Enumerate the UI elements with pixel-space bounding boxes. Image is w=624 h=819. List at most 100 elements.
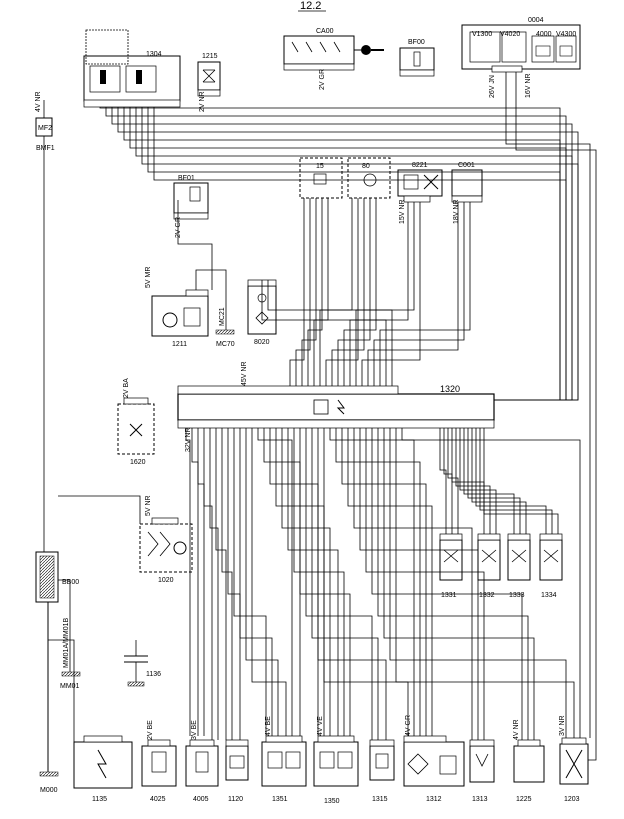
wire-harness	[43, 72, 597, 761]
connector-label: 45V NR	[241, 361, 248, 386]
wire	[515, 72, 597, 761]
wire	[439, 428, 447, 534]
wire	[197, 428, 205, 736]
component-1313-label: 1313	[472, 796, 488, 803]
component-1620-label: 1620	[130, 459, 146, 466]
connector-label: 5V NR	[145, 495, 152, 516]
component-1334-label: 1334	[541, 592, 557, 599]
connector-labels: 4V NR 5V MR 2V NR 2V GR 3V BE 2V BE 4V B…	[35, 69, 566, 740]
connector-label: 5V MR	[145, 267, 152, 288]
wire	[317, 428, 387, 740]
connector-label: 3V NR	[559, 715, 566, 736]
component-80-label: 80	[362, 163, 370, 170]
wire	[447, 428, 459, 534]
ground-bmf1-label: BMF1	[36, 145, 55, 152]
component-1331-label: 1331	[441, 592, 457, 599]
wire	[58, 495, 141, 524]
component-15: 15	[299, 157, 343, 199]
wire	[379, 202, 471, 386]
component-1333: 1333	[507, 533, 531, 599]
connector-label: 16V NR	[525, 73, 532, 98]
connector-label: 2V BA	[123, 378, 130, 398]
wire	[267, 280, 393, 386]
wire	[287, 428, 339, 736]
wire	[377, 428, 529, 740]
connector-label: 26V JN	[489, 75, 496, 98]
wire	[389, 428, 567, 738]
component-c001: C001	[451, 162, 483, 203]
wire	[475, 428, 547, 534]
wire	[463, 428, 515, 534]
component-15-label: 15	[316, 163, 324, 170]
component-1215: 1215	[197, 53, 221, 97]
component-1351-label: 1351	[272, 796, 288, 803]
wire	[289, 198, 305, 386]
wire	[177, 200, 213, 290]
injectors: 1331 1332 1333 1334	[439, 533, 563, 599]
cluster-label-v4300: V4300	[556, 31, 576, 38]
ground-cable-code: MC21	[219, 307, 226, 326]
component-1350-label: 1350	[324, 798, 340, 805]
component-1620: 1620	[117, 397, 155, 466]
wire	[99, 107, 561, 401]
connector-label: 2V NR	[199, 91, 206, 112]
wire	[299, 428, 351, 736]
component-c001-label: C001	[458, 162, 475, 169]
wire	[323, 428, 409, 736]
ground-bb00-label: BB00	[62, 579, 79, 586]
wire	[305, 428, 373, 740]
ground-mf2-label: MF2	[38, 125, 52, 132]
ground-mm01-label: MM01	[60, 683, 80, 690]
wire	[221, 428, 233, 740]
ecu-1320-label: 1320	[440, 384, 460, 394]
component-1315-label: 1315	[372, 796, 388, 803]
component-1020-label: 1020	[158, 577, 174, 584]
cluster-label-4000: 4000	[536, 31, 552, 38]
wire	[215, 428, 227, 740]
wire	[191, 428, 199, 736]
wire	[47, 602, 75, 742]
component-1332: 1332	[477, 533, 501, 599]
wire	[373, 202, 465, 386]
wire	[337, 198, 371, 386]
component-1135-label: 1135	[92, 796, 107, 803]
component-1312-label: 1312	[426, 796, 442, 803]
component-8020-label: 8020	[254, 339, 270, 346]
component-1225-label: 1225	[516, 796, 532, 803]
component-1313: 1313	[469, 739, 495, 803]
component-bf00-label: BF00	[408, 39, 425, 46]
wire	[261, 280, 387, 386]
component-ca00-label: CA00	[316, 28, 334, 35]
wire	[467, 428, 521, 534]
ground-mc70-label: MC70	[216, 341, 235, 348]
wire	[239, 428, 273, 736]
wire	[147, 107, 561, 401]
component-1312: 1312	[403, 735, 465, 803]
component-1135: 1135	[73, 735, 133, 803]
wire	[371, 428, 523, 740]
component-1351: 1351	[261, 735, 307, 803]
wire	[479, 428, 553, 534]
connector-label: 4V BE	[265, 716, 272, 736]
wire	[505, 72, 591, 738]
wire	[135, 107, 573, 401]
wire	[367, 202, 459, 386]
wire	[307, 198, 323, 386]
component-4025-label: 4025	[150, 796, 166, 803]
wire	[295, 198, 311, 386]
ground-m000-label: M000	[40, 787, 58, 794]
ecu-1320: 1320	[177, 384, 495, 429]
wire	[401, 428, 581, 738]
component-4005: 4005	[185, 739, 219, 803]
component-1332-label: 1332	[479, 592, 495, 599]
component-1225: 1225	[513, 739, 545, 803]
wire	[365, 428, 485, 740]
connector-label: 4V NR	[35, 91, 42, 112]
component-1136: 1136	[124, 655, 161, 687]
component-0004: 0004 V1300 V4020 4000 V4300	[461, 17, 581, 73]
wire	[325, 198, 359, 386]
wire	[195, 269, 227, 330]
wire	[483, 428, 559, 534]
wire	[123, 107, 561, 401]
